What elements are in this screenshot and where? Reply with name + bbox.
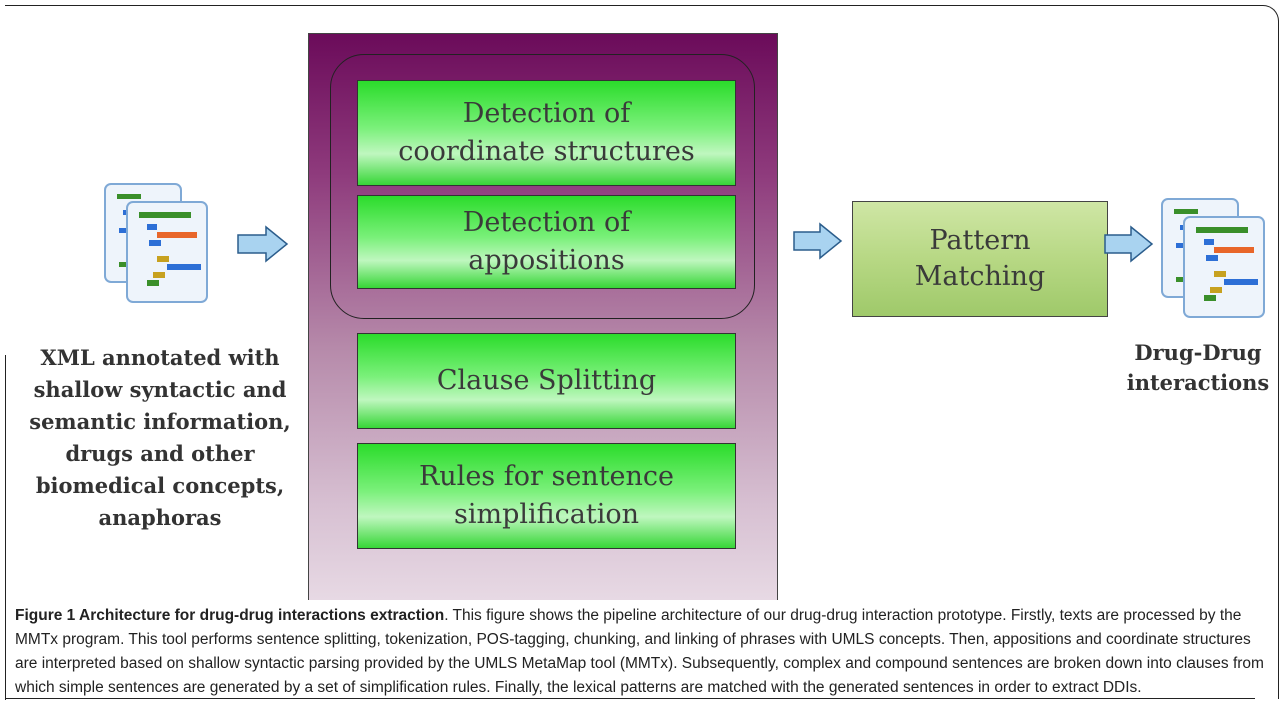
caption-background [10, 600, 1278, 696]
input-label: XML annotated with shallow syntactic and… [29, 345, 291, 530]
stage-detection-appositions: Detection of appositions [357, 195, 736, 289]
figure-left-rule [5, 355, 6, 700]
figure-caption-body: . This figure shows the pipeline archite… [15, 607, 1264, 696]
figure-frame [5, 5, 1279, 699]
input-document-icon [104, 183, 208, 303]
detection-group [330, 54, 755, 319]
arrow-to-output [1104, 225, 1154, 263]
pattern-matching-box: Pattern Matching [852, 201, 1108, 317]
stage-clause-splitting: Clause Splitting [357, 333, 736, 429]
arrow-to-pipeline [237, 225, 289, 263]
arrow-to-pattern-matching [793, 222, 843, 260]
stage-detection-coordinate-structures: Detection of coordinate structures [357, 80, 736, 186]
figure-bottom-rule [5, 698, 1255, 699]
stage-rules-sentence-simplification: Rules for sentence simplification [357, 443, 736, 549]
output-label: Drug-Drug interactions [1126, 340, 1270, 395]
figure-caption: Figure 1 Architecture for drug-drug inte… [15, 604, 1277, 700]
figure-caption-title: Figure 1 Architecture for drug-drug inte… [15, 607, 445, 624]
output-document-icon [1161, 198, 1265, 318]
